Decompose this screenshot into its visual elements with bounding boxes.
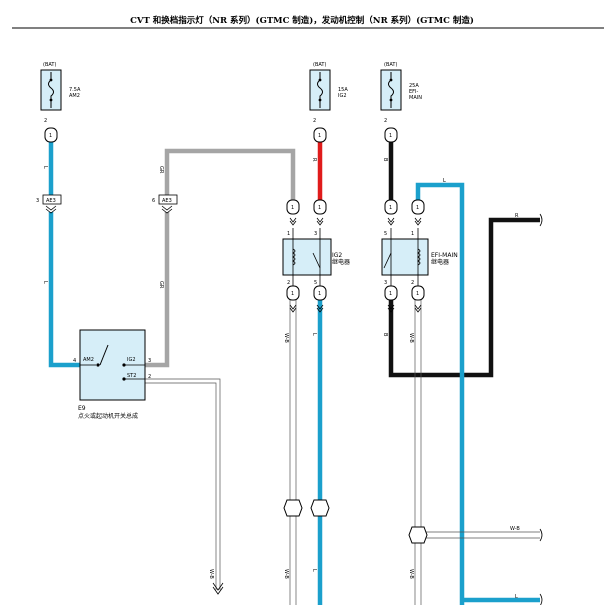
ground-arrow [212,582,224,595]
svg-text:1: 1 [389,291,392,297]
svg-text:1: 1 [291,291,294,297]
svg-text:(BAT): (BAT) [43,62,56,68]
svg-text:2: 2 [44,118,47,124]
svg-text:4: 4 [73,358,76,364]
wire-color-labels: L L GR GR R B B L L W-B W-B W-B W-B W-B … [42,158,520,600]
svg-text:1: 1 [389,205,392,211]
splice-points [283,499,428,544]
svg-text:继电器: 继电器 [332,258,350,266]
relay-efi-main: 5 1 3 2 EFI-MAIN 继电器 [381,228,458,286]
svg-text:IG2: IG2 [332,252,342,259]
ignition-switch-e9: AM2 IG2 ST2 4 3 2 E9 点火或起动机开关总成 [73,329,151,420]
svg-text:R: R [515,213,519,219]
svg-text:1: 1 [318,133,321,139]
svg-text:IG2: IG2 [338,93,347,99]
relay-ig2: 1 3 2 5 IG2 继电器 [282,228,350,286]
svg-text:B: B [382,333,388,337]
svg-text:R: R [311,158,317,162]
svg-text:1: 1 [49,133,52,139]
svg-text:W-B: W-B [208,569,214,579]
svg-text:AE3: AE3 [46,198,56,204]
svg-text:1: 1 [318,205,321,211]
wire-b-loop [388,217,540,378]
svg-text:2: 2 [411,280,414,286]
svg-text:2: 2 [148,374,151,380]
svg-text:B: B [382,158,388,162]
svg-text:1: 1 [389,133,392,139]
svg-text:L: L [443,178,446,184]
svg-text:1: 1 [318,291,321,297]
svg-text:5: 5 [314,280,317,286]
svg-text:W-B: W-B [510,526,520,532]
svg-text:3: 3 [148,358,151,364]
svg-text:3: 3 [384,280,387,286]
svg-text:L: L [515,594,518,600]
svg-text:W-B: W-B [283,333,289,343]
svg-text:1: 1 [287,231,290,237]
diagram-title: CVT 和换档指示灯（NR 系列）(GTMC 制造)，发动机控制（NR 系列）(… [130,16,474,26]
wire-wb-lines [145,300,540,605]
fuse-am2: (BAT) 7.5A AM2 2 [40,62,81,124]
svg-text:W-B: W-B [283,569,289,579]
svg-text:7.5A: 7.5A [69,87,81,93]
svg-text:W-B: W-B [408,569,414,579]
svg-text:AM2: AM2 [69,93,80,99]
svg-text:1: 1 [416,291,419,297]
svg-text:L: L [42,281,48,284]
svg-text:GR: GR [158,166,164,174]
svg-text:2: 2 [313,118,316,124]
svg-text:2: 2 [384,118,387,124]
wire-l-right [415,182,465,605]
fuse-ig2: (BAT) 15A IG2 2 [309,62,348,124]
wire-ig2-gray [145,148,296,368]
wire-am2-blue [48,142,80,368]
svg-text:W-B: W-B [408,333,414,343]
svg-text:25A: 25A [409,83,419,89]
svg-text:ST2: ST2 [127,373,136,379]
svg-text:2: 2 [287,280,290,286]
svg-text:15A: 15A [338,87,348,93]
svg-text:点火或起动机开关总成: 点火或起动机开关总成 [78,412,138,420]
connector-ae3-right: AE3 6 [152,194,178,214]
connector-ae3-left: AE3 3 [36,194,62,214]
svg-text:GR: GR [158,281,164,289]
svg-text:L: L [311,333,317,336]
svg-text:E9: E9 [78,405,86,412]
svg-text:AE3: AE3 [162,198,172,204]
svg-text:6: 6 [152,198,155,204]
svg-text:3: 3 [36,198,39,204]
svg-text:(BAT): (BAT) [313,62,326,68]
relay-input-arrows [289,217,422,313]
connector-capsules [44,127,425,301]
svg-text:继电器: 继电器 [431,258,449,266]
svg-text:5: 5 [384,231,387,237]
svg-text:1: 1 [416,205,419,211]
svg-text:1: 1 [291,205,294,211]
svg-text:EFI-MAIN: EFI-MAIN [431,252,458,259]
svg-text:IG2: IG2 [127,357,136,363]
svg-text:AM2: AM2 [83,357,94,363]
wire-break-marks [539,213,543,605]
svg-text:MAIN: MAIN [409,95,422,101]
capsule-pin-numbers: 1 1 1 1 1 1 1 1 1 1 1 [49,133,419,297]
svg-text:L: L [311,569,317,572]
fuse-efi-main: (BAT) 25A EFI- MAIN 2 [380,62,422,124]
svg-text:(BAT): (BAT) [384,62,397,68]
svg-text:L: L [42,166,48,169]
svg-text:EFI-: EFI- [409,89,419,95]
svg-text:1: 1 [411,231,414,237]
svg-text:3: 3 [314,231,317,237]
